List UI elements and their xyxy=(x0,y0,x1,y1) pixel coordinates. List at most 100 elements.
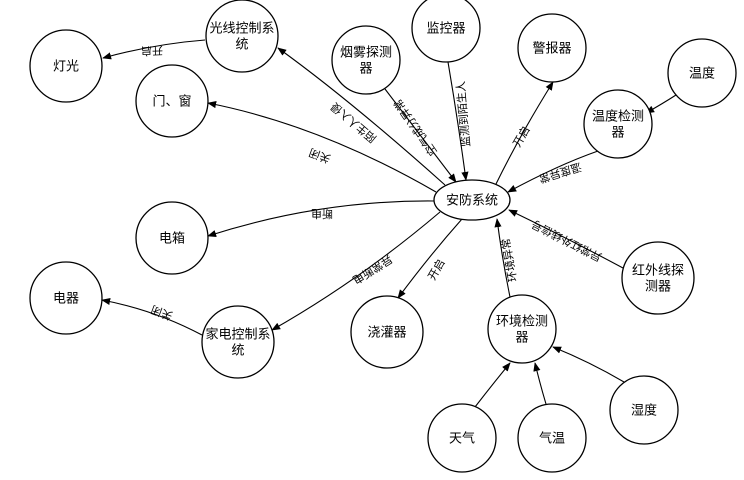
node-jiaoguan-circle xyxy=(350,295,424,369)
edge-wenducj_anfang-label: 温度异常 xyxy=(537,160,583,186)
node-menchuang-label: 门、窗 xyxy=(152,94,191,110)
edge-jiadian_dianqi-arrow xyxy=(101,297,203,336)
node-wenducj-label: 温度检测 xyxy=(592,109,644,125)
node-jiadian-label: 统 xyxy=(231,344,244,359)
node-anfang-shape xyxy=(433,179,511,221)
node-anfang: 安防系统 xyxy=(433,179,511,221)
edge-jiankong_anfang: 监测到陌生人 xyxy=(447,61,473,181)
edge-huanjing_anfang: 环境异常 xyxy=(494,218,520,298)
node-denguang-circle xyxy=(29,29,103,103)
node-huanjing-label: 环境检测 xyxy=(496,315,548,330)
node-guangxian-circle xyxy=(205,0,279,73)
edge-wendu-wenducj xyxy=(645,94,677,114)
edge-anfang_dianxiang: 断电 xyxy=(207,200,435,237)
node-wendu-circle xyxy=(667,38,737,108)
edge-yanwu_anfang: 空气成分异常 xyxy=(384,88,457,183)
edge-huanjing_anfang-label: 环境异常 xyxy=(498,237,519,283)
edge-anfang_dianxiang-label: 断电 xyxy=(311,207,333,221)
node-wendu: 温度 xyxy=(667,38,737,108)
edge-wenducj_anfang-arrow xyxy=(507,150,599,193)
node-yanwu-circle xyxy=(331,25,401,95)
edge-anfang_jiadian-arrow xyxy=(271,211,441,331)
node-jiaoguan-label: 浇灌器 xyxy=(367,326,406,341)
node-tianqi-circle xyxy=(427,403,497,473)
node-jiadian-label: 家电控制系 xyxy=(205,327,270,343)
edge-anfang_jingbao-arrow xyxy=(495,81,554,185)
node-jingbao-label: 警报器 xyxy=(532,41,571,57)
node-hongwai-label: 测器 xyxy=(645,280,671,295)
node-jiadian-circle xyxy=(201,305,275,379)
node-wenducj-circle xyxy=(583,89,653,159)
edge-jiankong_anfang-label: 监测到陌生人 xyxy=(453,81,473,148)
node-dianxiang-circle xyxy=(135,201,209,275)
node-jingbao: 警报器 xyxy=(517,13,587,83)
node-anfang-label: 安防系统 xyxy=(446,193,498,209)
node-qiwen-circle xyxy=(517,403,587,473)
node-huanjing-label: 器 xyxy=(515,331,528,346)
node-tianqi-label: 天气 xyxy=(449,431,475,447)
edge-huanjing_anfang-arrow xyxy=(494,218,511,298)
node-denguang-label: 灯光 xyxy=(53,60,79,75)
node-tianqi: 天气 xyxy=(427,403,497,473)
node-jiankong: 监控器 xyxy=(411,0,481,63)
edge-hongwai_anfang-label: 异常红外线信号 xyxy=(529,217,604,264)
node-dianqi: 电器 xyxy=(29,261,103,335)
edge-jiadian_dianqi-label: 关闭 xyxy=(149,303,174,324)
node-menchuang: 门、窗 xyxy=(135,64,209,138)
edge-hongwai_anfang-arrow xyxy=(508,209,624,269)
edge-anfang_guangxian-arrow xyxy=(277,47,446,186)
edge-anfang_jingbao-label: 开启 xyxy=(510,124,532,150)
edge-yanwu_anfang-arrow xyxy=(384,88,457,183)
node-yanwu-label: 烟雾探测 xyxy=(340,46,392,61)
node-denguang: 灯光 xyxy=(29,29,103,103)
edge-anfang_menchuang-arrow xyxy=(207,101,437,193)
edge-hongwai_anfang: 异常红外线信号 xyxy=(508,209,624,269)
node-jingbao-circle xyxy=(517,13,587,83)
node-qiwen-label: 气温 xyxy=(539,431,565,447)
edge-tianqi-huanjing xyxy=(474,362,511,408)
edge-anfang_jiaoguan-arrow xyxy=(397,218,463,299)
node-dianqi-circle xyxy=(29,261,103,335)
node-jiankong-circle xyxy=(411,0,481,63)
node-hongwai-circle xyxy=(621,241,695,315)
edge-jiadian_dianqi: 关闭 xyxy=(101,297,203,336)
edge-guangxian_denguang-label: 开启 xyxy=(141,44,163,58)
node-dianxiang: 电箱 xyxy=(135,201,209,275)
node-huanjing-circle xyxy=(487,294,557,364)
node-jiankong-label: 监控器 xyxy=(426,22,465,37)
node-shidu: 湿度 xyxy=(609,375,679,445)
node-guangxian-label: 统 xyxy=(235,38,248,53)
edge-anfang_jiaoguan-label: 开启 xyxy=(425,257,447,283)
edge-anfang_menchuang-label: 关闭 xyxy=(307,146,332,167)
edge-anfang_jiadian-label: 异常断电 xyxy=(350,252,395,287)
node-dianxiang-label: 电箱 xyxy=(159,231,185,247)
node-shidu-label: 湿度 xyxy=(631,403,657,419)
edge-shidu-huanjing xyxy=(552,346,625,383)
node-wenducj-label: 器 xyxy=(611,126,624,141)
node-menchuang-circle xyxy=(135,64,209,138)
edge-guangxian_denguang-arrow xyxy=(102,39,206,60)
node-guangxian-label: 光线控制系 xyxy=(209,22,274,37)
edge-anfang_jiaoguan: 开启 xyxy=(397,218,463,299)
node-dianqi-label: 电器 xyxy=(53,292,79,307)
edge-guangxian_denguang: 开启 xyxy=(102,39,206,60)
edge-qiwen-huanjing xyxy=(533,362,547,405)
node-qiwen: 气温 xyxy=(517,403,587,473)
node-hongwai-label: 红外线探 xyxy=(632,263,684,279)
node-yanwu-label: 器 xyxy=(359,62,372,77)
node-wendu-label: 温度 xyxy=(689,66,715,82)
node-jiaoguan: 浇灌器 xyxy=(350,295,424,369)
edge-wenducj_anfang: 温度异常 xyxy=(507,150,599,193)
edge-anfang_dianxiang-arrow xyxy=(207,200,435,237)
edge-yanwu_anfang-label: 空气成分异常 xyxy=(391,97,440,159)
node-shidu-circle xyxy=(609,375,679,445)
edge-anfang_jingbao: 开启 xyxy=(495,81,554,185)
edge-jiankong_anfang-arrow xyxy=(447,61,469,181)
